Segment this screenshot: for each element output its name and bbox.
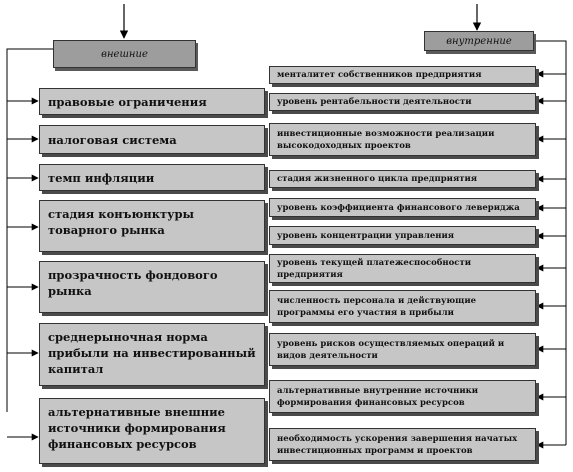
internal-factor-box: уровень коэффициента финансового леверид… (269, 198, 536, 217)
left-bracket-line (6, 48, 53, 412)
external-factor-box: альтернативные внешние источники формиро… (39, 398, 265, 464)
internal-factors-header: внутренние (424, 31, 534, 51)
internal-factor-box: стадия жизненного цикла предприятия (269, 170, 536, 188)
external-factor-box: среднерыночная норма прибыли на инвестир… (39, 323, 265, 386)
internal-factor-box: альтернативные внутренние источники форм… (269, 380, 536, 413)
external-factor-box: правовые ограничения (39, 88, 265, 115)
external-factor-box: прозрачность фондового рынка (39, 261, 265, 313)
internal-factor-box: уровень текущей платежеспособности предп… (269, 254, 536, 283)
external-factor-box: темп инфляции (39, 164, 265, 191)
right-bracket-line (534, 40, 567, 445)
internal-factor-box: уровень концентрации управления (269, 226, 536, 245)
internal-factor-box: необходимость ускорения завершения начат… (269, 428, 536, 461)
external-factors-header: внешние (53, 40, 196, 68)
external-factor-box: стадия конъюнктуры товарного рынка (39, 200, 265, 252)
internal-factor-box: численность персонала и действующие прог… (269, 290, 536, 323)
internal-factor-box: уровень рисков осуществляемых операций и… (269, 333, 536, 366)
external-factor-box: налоговая система (39, 125, 265, 154)
internal-factor-box: инвестиционные возможности реализации вы… (269, 123, 536, 156)
internal-factor-box: менталитет собственников предприятия (269, 66, 536, 84)
internal-factor-box: уровень рентабельности деятельности (269, 93, 536, 111)
